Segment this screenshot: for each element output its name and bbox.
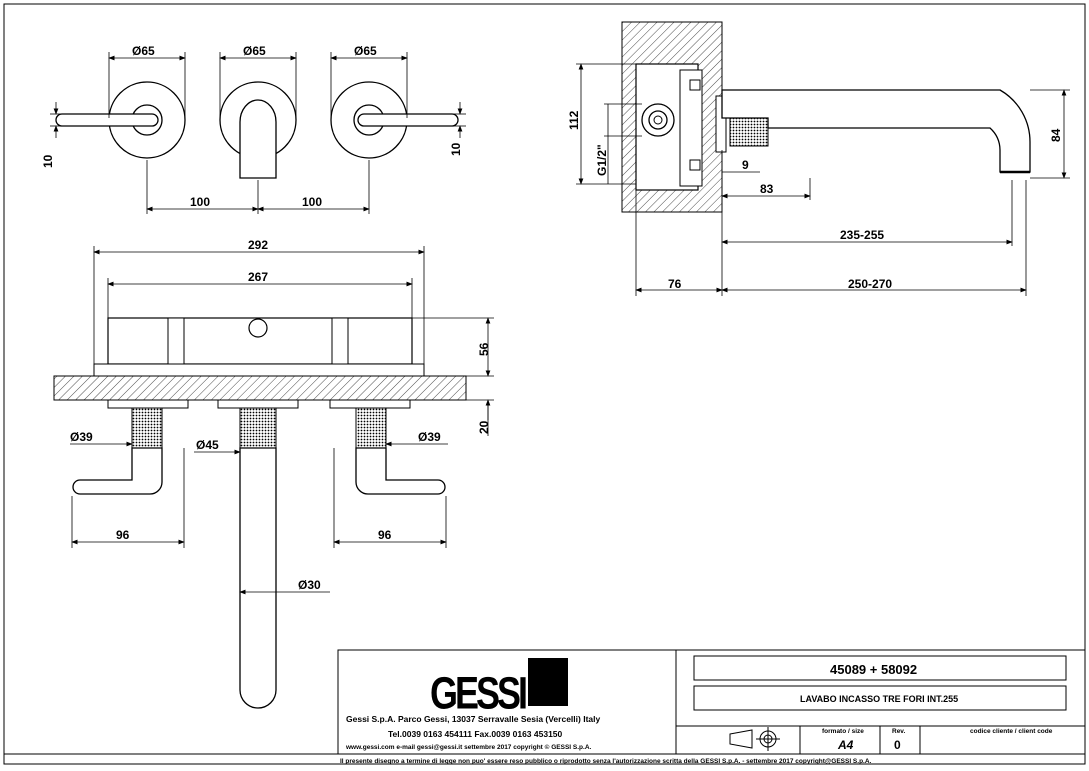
logo-block xyxy=(528,658,568,706)
front-dia-39-right: Ø39 xyxy=(418,430,441,444)
top-dia-left: Ø65 xyxy=(132,44,155,58)
center-knurl xyxy=(239,407,277,449)
front-width-267: 267 xyxy=(248,270,268,284)
front-height-56: 56 xyxy=(477,342,491,356)
left-lever xyxy=(72,447,163,495)
side-dim-84: 84 xyxy=(1049,128,1063,142)
title-block xyxy=(4,649,1086,755)
wall-plane xyxy=(53,375,467,401)
company-contacts: Tel.0039 0163 454111 Fax.0039 0163 45315… xyxy=(388,729,563,739)
top-height-left: 10 xyxy=(41,154,55,168)
rev-label: Rev. xyxy=(892,728,905,735)
top-spacing-left: 100 xyxy=(190,195,210,209)
top-spacing-right: 100 xyxy=(302,195,322,209)
front-spout xyxy=(239,447,277,709)
front-dia-39-left: Ø39 xyxy=(70,430,93,444)
front-dia-45: Ø45 xyxy=(196,438,219,452)
side-thread: G1/2" xyxy=(595,144,609,176)
company-address: Gessi S.p.A. Parco Gessi, 13037 Serraval… xyxy=(346,714,600,724)
right-knurl xyxy=(355,407,387,449)
projection-symbol-icon xyxy=(729,727,780,751)
legal-notice: Il presente disegno a termine di legge n… xyxy=(340,758,872,765)
side-view xyxy=(621,21,1031,213)
side-dim-9: 9 xyxy=(742,158,749,172)
format-label: formato / size xyxy=(822,728,864,735)
front-height-20: 20 xyxy=(477,420,491,434)
top-dia-right: Ø65 xyxy=(354,44,377,58)
sheet-border xyxy=(3,3,1086,765)
top-dia-center: Ø65 xyxy=(243,44,266,58)
product-code: 45089 + 58092 xyxy=(830,662,917,677)
gessi-logo: GESSI xyxy=(430,658,568,719)
front-dia-30: Ø30 xyxy=(298,578,321,592)
client-code-label: codice cliente / client code xyxy=(970,728,1053,735)
side-view-dims xyxy=(576,63,1070,296)
top-height-right: 10 xyxy=(449,142,463,156)
top-view-dims xyxy=(50,52,466,214)
side-height-112: 112 xyxy=(567,110,581,130)
format-value: A4 xyxy=(837,738,854,752)
top-view xyxy=(55,81,459,179)
front-view xyxy=(53,317,467,709)
product-description: LAVABO INCASSO TRE FORI INT.255 xyxy=(800,694,958,704)
side-dim-250: 250-270 xyxy=(848,277,892,291)
front-reach-right: 96 xyxy=(378,528,392,542)
side-dim-76: 76 xyxy=(668,277,682,291)
side-dim-83: 83 xyxy=(760,182,774,196)
front-width-292: 292 xyxy=(248,238,268,252)
logo-text: GESSI xyxy=(430,668,526,719)
front-view-dims xyxy=(70,246,494,595)
right-lever xyxy=(355,447,446,495)
left-knurl xyxy=(131,407,163,449)
front-reach-left: 96 xyxy=(116,528,130,542)
rev-value: 0 xyxy=(894,738,901,752)
company-web: www.gessi.com e-mail gessi@gessi.it sett… xyxy=(345,743,592,751)
side-dim-235: 235-255 xyxy=(840,228,884,242)
